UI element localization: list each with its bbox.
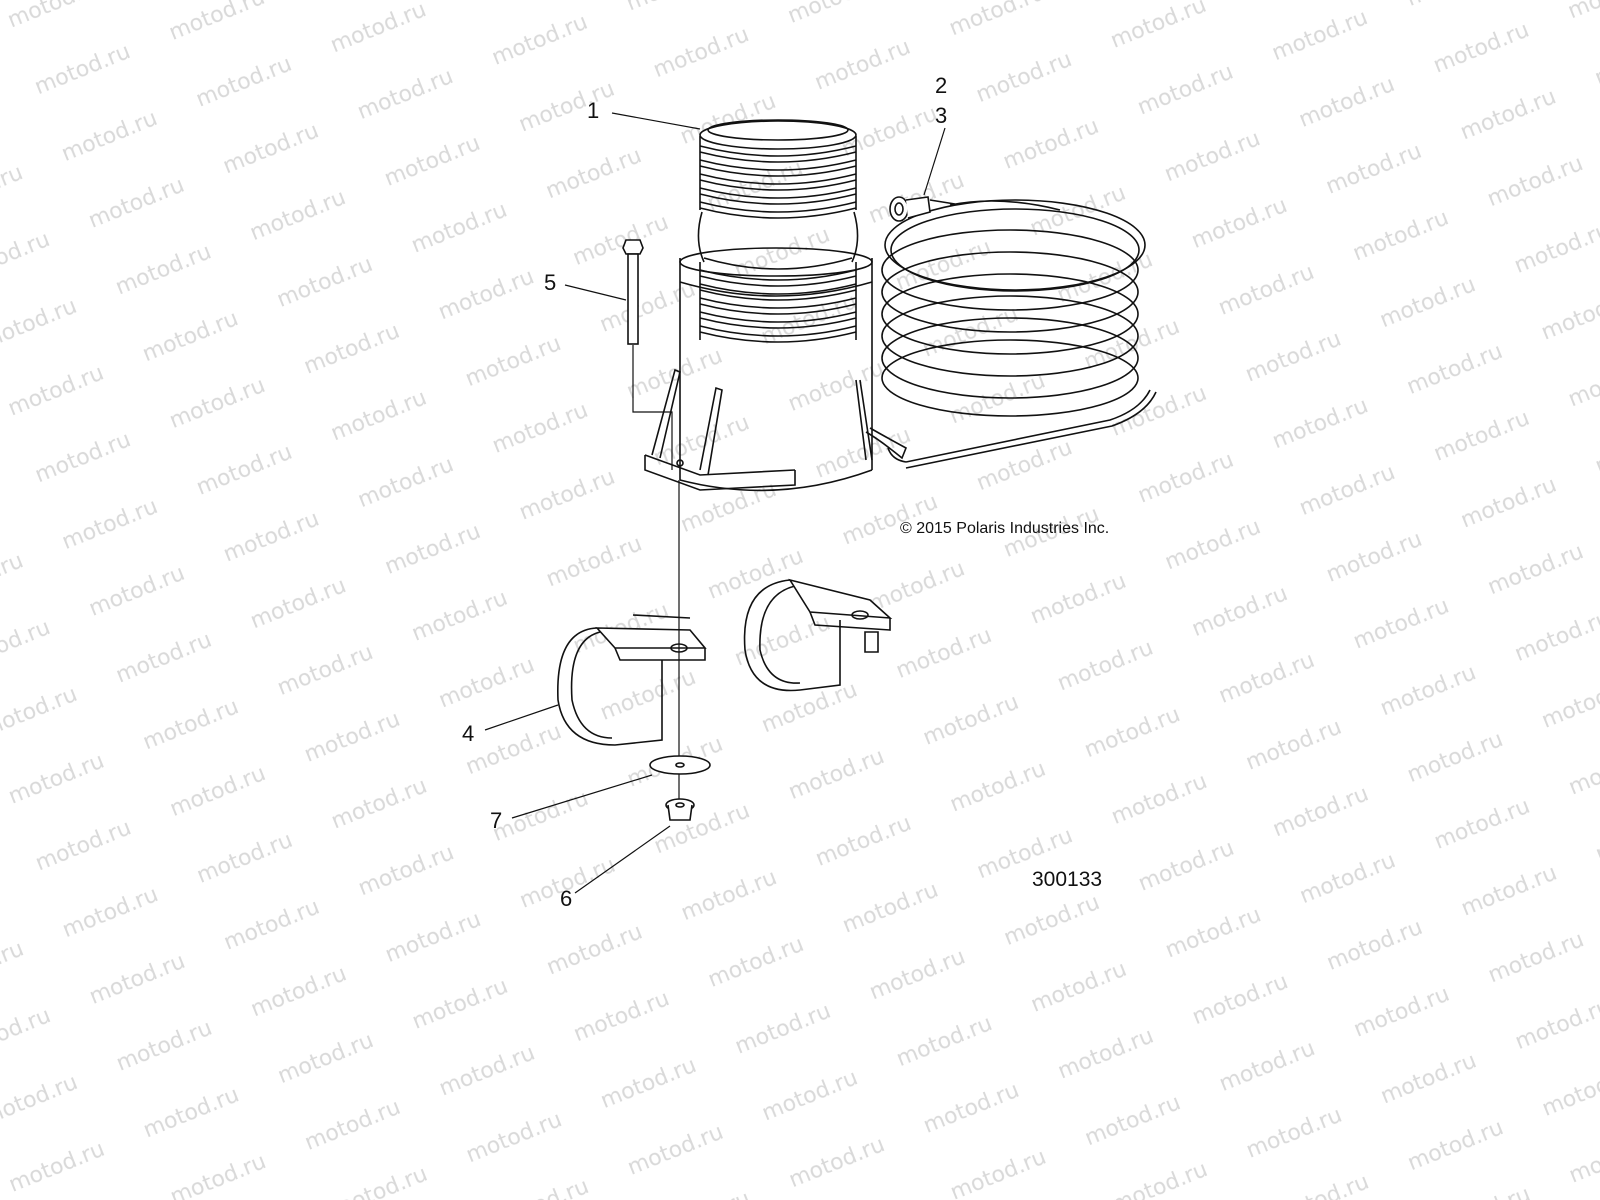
callout-4: 4	[462, 721, 475, 746]
leader-lines	[484, 112, 946, 894]
callout-5: 5	[544, 270, 557, 295]
coiled-cable[interactable]	[881, 199, 1157, 469]
copyright-notice: © 2015 Polaris Industries Inc.	[900, 520, 1110, 537]
callout-1: 1	[587, 98, 600, 123]
washer[interactable]	[649, 755, 711, 775]
callout-7: 7	[490, 808, 503, 833]
callout-2: 2	[935, 73, 948, 98]
callout-3: 3	[935, 103, 948, 128]
callout-6: 6	[560, 886, 573, 911]
mounting-clamp-right[interactable]	[743, 578, 893, 692]
drawing-number: 300133	[1032, 868, 1103, 891]
beacon-light[interactable]	[644, 119, 908, 492]
flange-nut[interactable]	[665, 798, 695, 821]
bolt[interactable]	[622, 239, 673, 470]
ring-terminal[interactable]	[889, 196, 956, 222]
mounting-clamp-left[interactable]	[557, 614, 707, 746]
